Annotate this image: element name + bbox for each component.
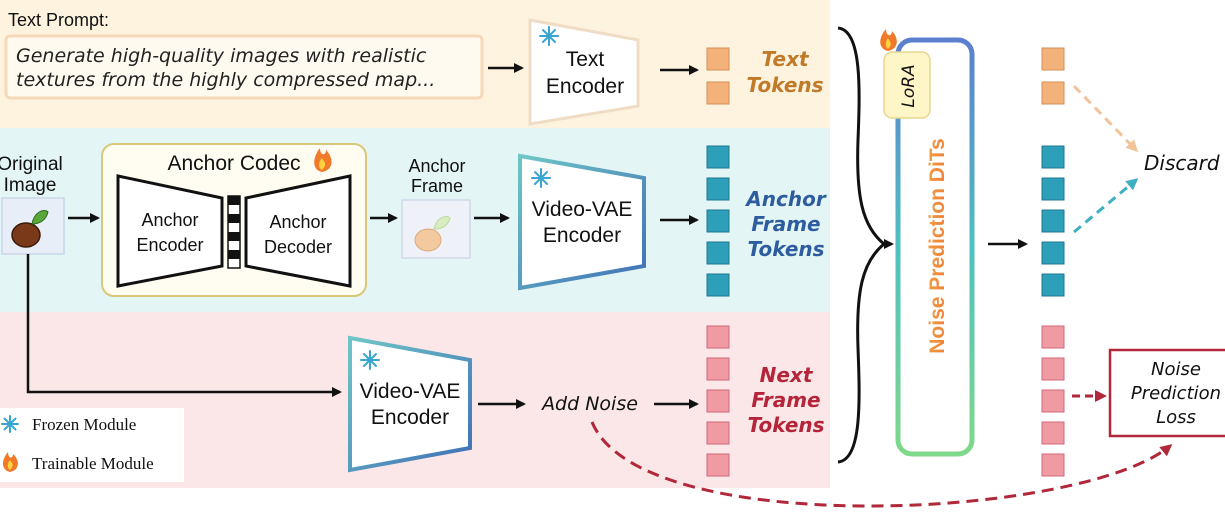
video-vae-bottom-line2: Encoder <box>371 406 449 429</box>
output-text-token <box>1041 47 1065 71</box>
text-tokens-line1: Text <box>761 47 810 71</box>
discard-label: Discard <box>1144 151 1220 175</box>
anchor-codec-title: Anchor Codec <box>167 152 300 175</box>
loss-line2: Prediction <box>1131 383 1221 404</box>
anchor-encoder-shape <box>116 174 224 288</box>
anchor-token <box>706 209 730 233</box>
next-token <box>706 389 730 413</box>
anchor-frame-line1: Anchor <box>408 156 465 176</box>
text-tokens-line2: Tokens <box>746 73 823 97</box>
next-tokens-line1: Next <box>760 363 814 387</box>
output-next-token <box>1041 357 1065 381</box>
anchor-tokens-line1: Anchor <box>744 187 827 211</box>
seed-sketch-icon <box>414 215 451 252</box>
text-encoder-shape <box>528 18 640 126</box>
output-next-token <box>1041 421 1065 445</box>
anchor-tokens-line2: Frame <box>751 212 820 236</box>
video-vae-bottom-line1: Video-VAE <box>360 380 461 403</box>
next-token-stack <box>706 325 730 477</box>
next-token <box>706 357 730 381</box>
output-next-token <box>1041 389 1065 413</box>
video-vae-top-shape <box>518 153 646 291</box>
anchor-decoder-shape <box>244 174 352 288</box>
anchor-encoder-line1: Anchor <box>141 210 198 230</box>
output-anchor-token <box>1041 209 1065 233</box>
text-prompt-title: Text Prompt: <box>8 10 109 30</box>
video-vae-top-line1: Video-VAE <box>532 198 633 221</box>
video-vae-bottom-shape <box>348 335 472 473</box>
output-anchor-token-stack <box>1041 145 1065 297</box>
anchor-token <box>706 241 730 265</box>
snowflake-icon <box>531 168 551 188</box>
output-next-token-stack <box>1041 325 1065 477</box>
anchor-frame-line2: Frame <box>411 176 463 196</box>
text-encoder-line1: Text <box>566 48 605 71</box>
next-tokens-line3: Tokens <box>747 413 824 437</box>
legend-trainable: Trainable Module <box>32 454 154 473</box>
anchor-token <box>706 145 730 169</box>
text-prompt-box <box>4 34 484 100</box>
lora-label: LoRA <box>899 64 919 107</box>
text-token <box>706 47 730 71</box>
snowflake-icon <box>539 26 559 46</box>
seed-icon <box>11 210 49 248</box>
latent-code-strip <box>227 195 241 269</box>
add-noise-label: Add Noise <box>540 393 638 415</box>
anchor-token <box>706 177 730 201</box>
anchor-token <box>706 273 730 297</box>
anchor-decoder-line1: Anchor <box>269 212 326 232</box>
anchor-token-stack <box>706 145 730 297</box>
lora-box <box>883 51 931 119</box>
text-encoder-line2: Encoder <box>546 75 624 98</box>
output-anchor-token <box>1041 145 1065 169</box>
dit-block <box>895 37 975 457</box>
anchor-encoder-line2: Encoder <box>136 235 203 255</box>
loss-line3: Loss <box>1156 407 1196 428</box>
anchor-tokens-line3: Tokens <box>747 237 824 261</box>
output-anchor-token <box>1041 241 1065 265</box>
snowflake-icon <box>1 415 19 433</box>
legend-frozen: Frozen Module <box>32 415 136 434</box>
loss-box <box>1108 348 1225 438</box>
video-vae-top-line2: Encoder <box>543 224 621 247</box>
fire-icon <box>314 148 332 172</box>
output-text-token-stack <box>1041 47 1065 105</box>
original-image-line2: Image <box>4 175 57 196</box>
next-token <box>706 421 730 445</box>
snowflake-icon <box>360 350 380 370</box>
next-tokens-line2: Frame <box>751 388 820 412</box>
output-next-token <box>1041 453 1065 477</box>
output-anchor-token <box>1041 273 1065 297</box>
next-token <box>706 325 730 349</box>
output-anchor-token <box>1041 177 1065 201</box>
output-next-token <box>1041 325 1065 349</box>
original-image-line1: Original <box>0 154 63 175</box>
output-text-token <box>1041 81 1065 105</box>
next-token <box>706 453 730 477</box>
fire-icon <box>880 29 897 51</box>
dit-label: Noise Prediction DiTs <box>926 138 949 354</box>
loss-line1: Noise <box>1151 359 1201 380</box>
text-prompt-line1: Generate high-quality images with realis… <box>16 45 427 67</box>
text-token-stack <box>706 47 730 105</box>
text-token <box>706 81 730 105</box>
noise-target-curve <box>590 421 1173 508</box>
fire-icon <box>2 452 18 472</box>
anchor-decoder-line2: Decoder <box>264 237 332 257</box>
legend-box <box>0 408 184 482</box>
merge-brace <box>837 26 887 464</box>
text-prompt-line2: textures from the highly compressed map.… <box>16 69 435 91</box>
